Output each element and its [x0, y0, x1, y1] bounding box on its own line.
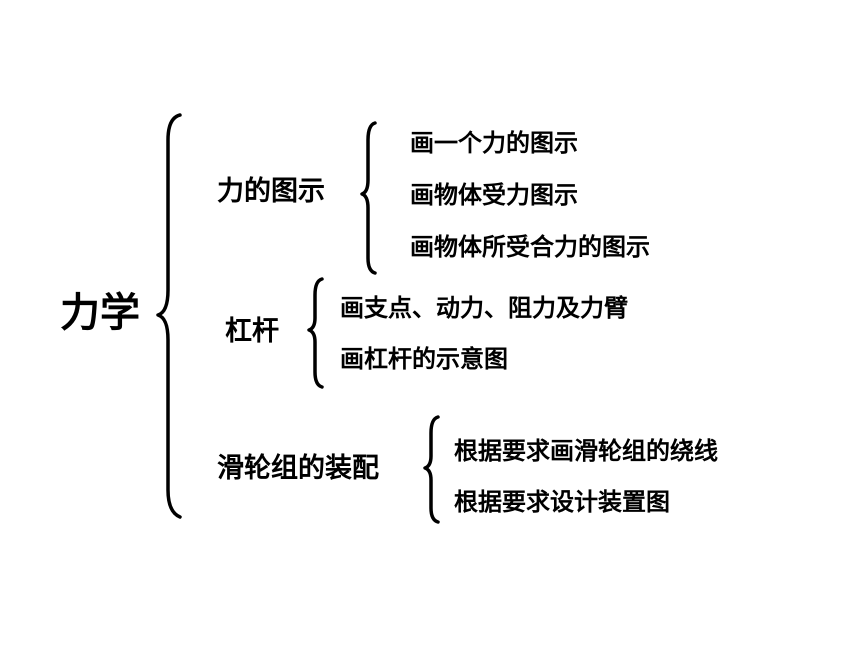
leaf-item: 画一个力的图示 — [410, 129, 578, 157]
leaf-item: 画物体受力图示 — [410, 181, 578, 209]
root-brace — [156, 113, 182, 519]
brace-force-diagram — [360, 121, 377, 275]
branch-label-force-diagram: 力的图示 — [217, 176, 325, 207]
leaf-item: 画物体所受合力的图示 — [410, 233, 650, 261]
branch-label-lever: 杠杆 — [225, 316, 279, 347]
branch-label-pulley: 滑轮组的装配 — [217, 453, 379, 484]
leaf-item: 根据要求设计装置图 — [454, 488, 670, 516]
brace-pulley — [423, 415, 440, 524]
leaf-item: 根据要求画滑轮组的绕线 — [454, 437, 718, 465]
brace-lever — [307, 277, 324, 389]
leaf-item: 画杠杆的示意图 — [340, 345, 508, 373]
leaf-item: 画支点、动力、阻力及力臂 — [340, 294, 628, 322]
root-label: 力学 — [60, 290, 140, 336]
